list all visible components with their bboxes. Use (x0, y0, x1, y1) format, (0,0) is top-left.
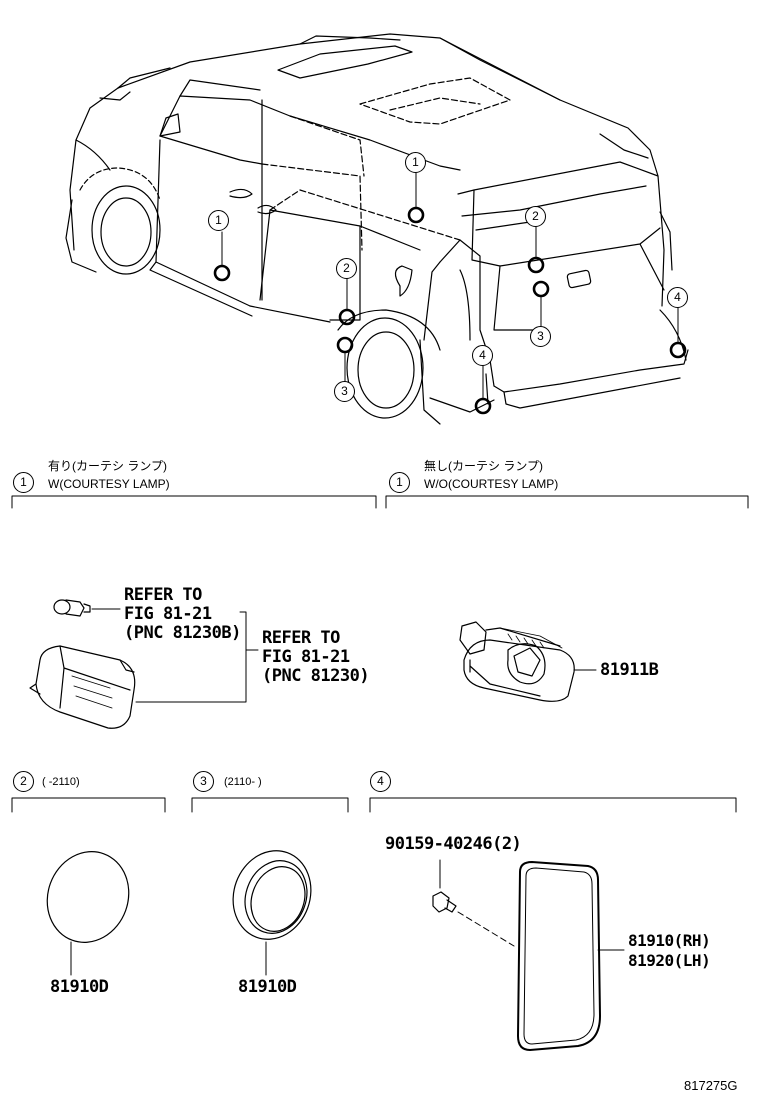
section-1-without-jp-label: 無し(カーテシ ランプ) (424, 459, 543, 473)
part-number-bolt: 90159-40246(2) (385, 834, 522, 854)
callout-3-right: 3 (530, 326, 551, 347)
section-2-bracket (11, 797, 166, 813)
location-marker-3b (532, 280, 550, 298)
bolt-illustration (432, 891, 457, 913)
section-3-date-range: (2110- ) (224, 776, 262, 788)
section-4-bracket (369, 797, 737, 813)
refer-lamp-line1: REFER TO (262, 628, 340, 648)
location-marker-4a (474, 397, 492, 415)
location-marker-3a (336, 336, 354, 354)
section-4-number: 4 (370, 771, 391, 792)
section-1-without-bracket (385, 495, 749, 509)
callout-2-right: 2 (525, 206, 546, 227)
callout-4-left: 4 (472, 345, 493, 366)
section-2-number: 2 (13, 771, 34, 792)
part-number-81911b: 81911B (600, 660, 659, 680)
section-1-with-number: 1 (13, 472, 34, 493)
refer-bulb-line1: REFER TO (124, 585, 202, 605)
refer-lamp-line3: (PNC 81230) (262, 666, 370, 686)
part-number-81910d-b: 81910D (238, 977, 297, 997)
section-2-date-range: ( -2110) (42, 776, 80, 788)
callout-4-right: 4 (667, 287, 688, 308)
figure-code: 817275G (684, 1078, 738, 1093)
location-marker-2a (338, 308, 356, 326)
part-number-reflector-rh: 81910(RH) (628, 931, 711, 950)
cover-81911b-illustration (459, 621, 575, 702)
refer-lamp-line2: FIG 81-21 (262, 647, 350, 667)
courtesy-lamp-illustration (29, 645, 136, 729)
section-1-with-jp-label: 有り(カーテシ ランプ) (48, 459, 167, 473)
side-reflector-illustration (517, 861, 601, 1051)
location-marker-4b (669, 341, 687, 359)
part-number-reflector-lh: 81920(LH) (628, 951, 711, 970)
location-marker-1a (213, 264, 231, 282)
section-1-with-en-label: W(COURTESY LAMP) (48, 477, 170, 491)
refer-bulb-line2: FIG 81-21 (124, 604, 212, 624)
section-3-bracket (191, 797, 349, 813)
section-1-with-bracket (11, 495, 377, 509)
cap-plain-illustration (46, 851, 130, 943)
location-marker-2b (527, 256, 545, 274)
section-3-number: 3 (193, 771, 214, 792)
callout-1-front-door: 1 (208, 210, 229, 231)
section-1-without-en-label: W/O(COURTESY LAMP) (424, 477, 559, 491)
part-number-81910d-a: 81910D (50, 977, 109, 997)
location-marker-1b (407, 206, 425, 224)
refer-bulb-line3: (PNC 81230B) (124, 623, 241, 643)
callout-2-left: 2 (336, 258, 357, 279)
section-1-without-number: 1 (389, 472, 410, 493)
callout-3-left: 3 (334, 381, 355, 402)
bulb-illustration (53, 599, 121, 617)
cap-rimmed-illustration (232, 850, 312, 940)
callout-1-slide-door: 1 (405, 152, 426, 173)
